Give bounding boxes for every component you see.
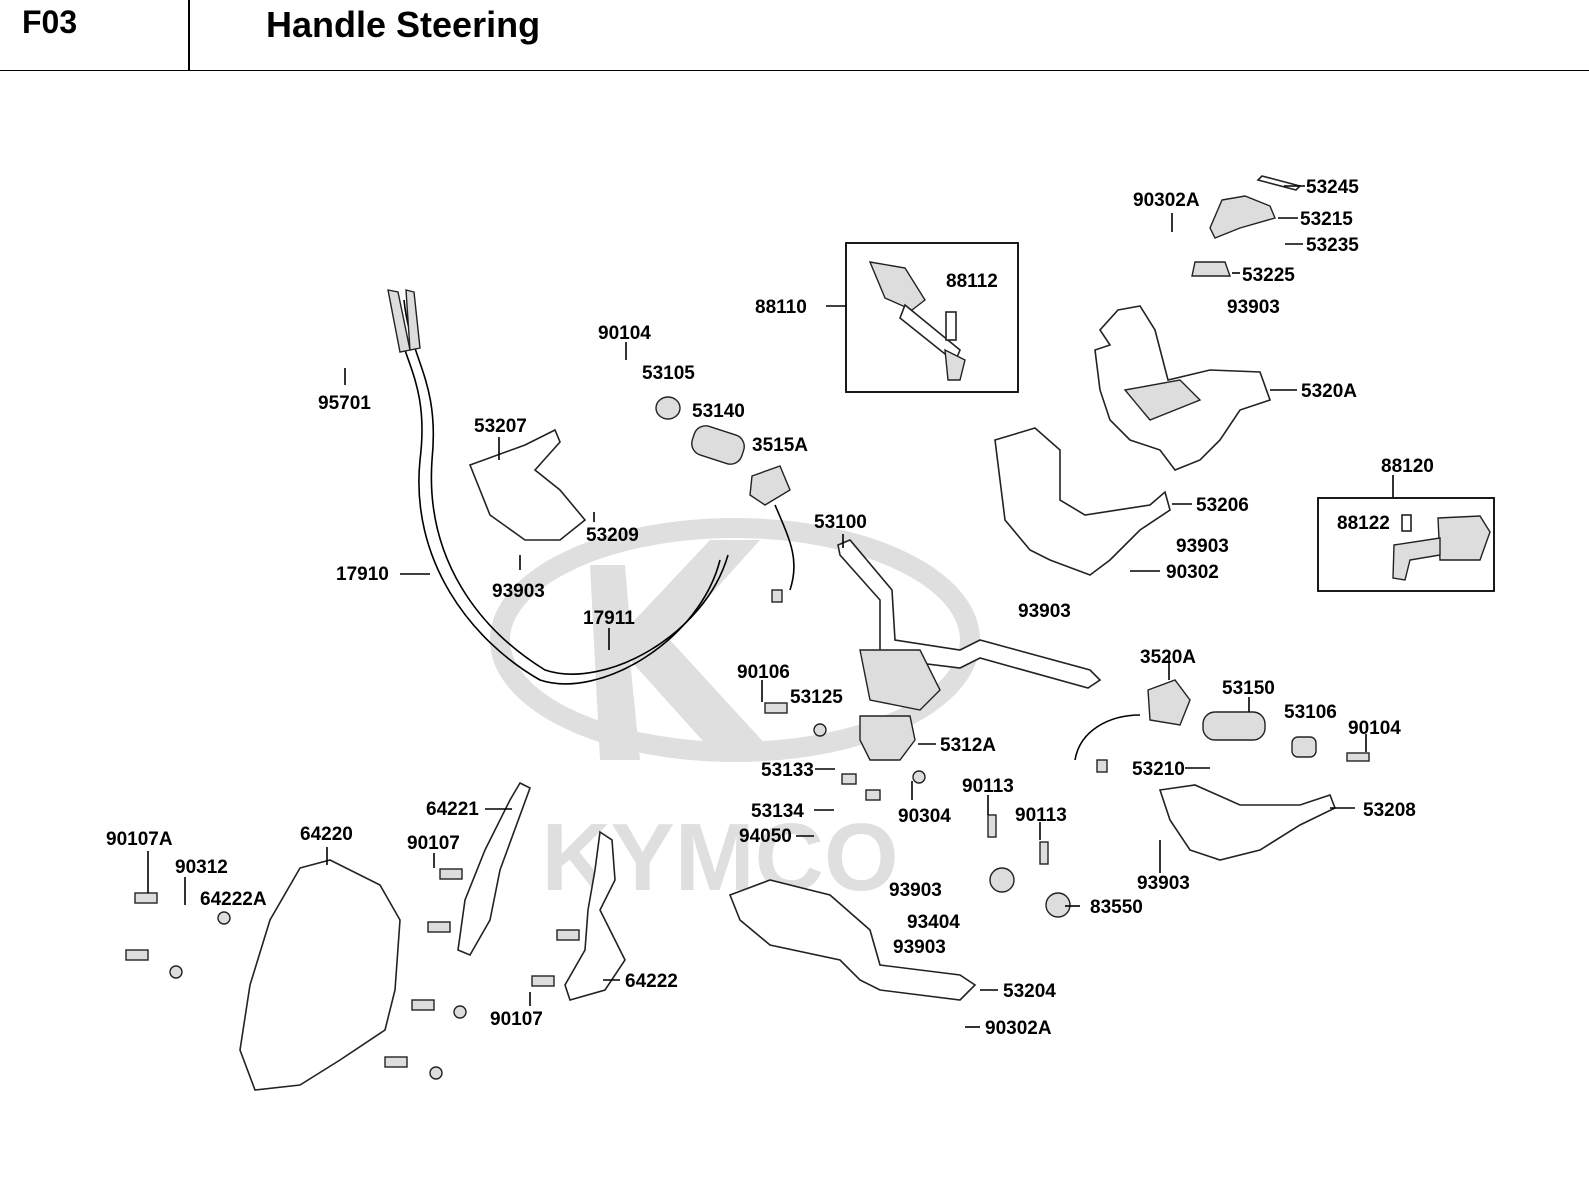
section-code: F03: [22, 4, 78, 40]
part-windshield-64220: [239, 859, 401, 1091]
label-53235: 53235: [1306, 235, 1359, 256]
label-93903-b: 93903: [492, 581, 545, 602]
label-90312: 90312: [175, 857, 228, 878]
part-bracket-53204: [728, 879, 977, 1001]
page-header: F03 Handle Steering: [0, 0, 1589, 71]
label-90104-b: 90104: [1348, 718, 1401, 739]
part-bracket-53225: [1191, 261, 1231, 277]
label-53105: 53105: [642, 363, 695, 384]
part-switch-3515A: [749, 465, 795, 603]
label-95701: 95701: [318, 393, 371, 414]
label-53207: 53207: [474, 416, 527, 437]
label-64222A: 64222A: [200, 889, 267, 910]
label-53134: 53134: [751, 801, 804, 822]
part-handguard-53207: [468, 428, 587, 541]
label-90107A: 90107A: [106, 829, 173, 850]
part-small-fasteners: [125, 702, 1370, 1080]
label-93903-f: 93903: [1137, 873, 1190, 894]
label-93903-g: 93903: [893, 937, 946, 958]
part-mirror-88110: [868, 261, 966, 381]
label-64222: 64222: [625, 971, 678, 992]
label-90107-b: 90107: [490, 1009, 543, 1030]
part-upper-cover-5320A: [1094, 305, 1272, 471]
mirror-right-box: [845, 242, 1019, 393]
label-17911: 17911: [583, 608, 635, 629]
part-grip-53150: [1202, 711, 1317, 758]
label-53209: 53209: [586, 525, 639, 546]
label-88122: 88122: [1337, 513, 1390, 534]
label-83550: 83550: [1090, 897, 1143, 918]
label-5312A: 5312A: [940, 735, 996, 756]
label-3515A: 3515A: [752, 435, 808, 456]
part-bracket-64222: [564, 830, 626, 1001]
label-90302: 90302: [1166, 562, 1219, 583]
label-53140: 53140: [692, 401, 745, 422]
mirror-left-box: [1317, 497, 1495, 592]
label-90302A-bot: 90302A: [985, 1018, 1052, 1039]
part-grip-53140: [655, 396, 745, 465]
label-53215: 53215: [1300, 209, 1353, 230]
label-90113-b: 90113: [1015, 805, 1067, 826]
label-53208: 53208: [1363, 800, 1416, 821]
label-93903-a: 93903: [1227, 297, 1280, 318]
label-90104-a: 90104: [598, 323, 651, 344]
label-90304: 90304: [898, 806, 951, 827]
part-mirror-88120: [1392, 514, 1491, 581]
part-bracket-64221: [457, 781, 531, 957]
label-88110: 88110: [755, 297, 807, 318]
label-90106: 90106: [737, 662, 790, 683]
label-90302A-top: 90302A: [1133, 190, 1200, 211]
label-64220: 64220: [300, 824, 353, 845]
label-93903-d: 93903: [1018, 601, 1071, 622]
label-53106: 53106: [1284, 702, 1337, 723]
label-88120: 88120: [1381, 456, 1434, 477]
part-labels: 53245 90302A 53215 53235 53225 93903 881…: [106, 177, 1434, 1039]
label-53225: 53225: [1242, 265, 1295, 286]
part-switch-3520A: [1074, 679, 1191, 773]
label-53125: 53125: [790, 687, 843, 708]
part-handlebar-53100: [837, 539, 1102, 711]
label-93404: 93404: [907, 912, 960, 933]
label-94050: 94050: [739, 826, 792, 847]
part-clamp-5312A: [859, 715, 916, 761]
label-53206: 53206: [1196, 495, 1249, 516]
part-handguard-53208: [1158, 784, 1337, 861]
label-90113-a: 90113: [962, 776, 1014, 797]
label-5320A: 5320A: [1301, 381, 1357, 402]
label-53204: 53204: [1003, 981, 1056, 1002]
part-front-cover-53206: [994, 427, 1171, 576]
page-title: Handle Steering: [266, 4, 541, 45]
part-cables-17910: [387, 289, 729, 685]
label-93903-c: 93903: [1176, 536, 1229, 557]
leader-lines: [147, 185, 1394, 1028]
label-53150: 53150: [1222, 678, 1275, 699]
label-88112: 88112: [946, 271, 998, 292]
header-divider: [188, 0, 190, 70]
label-93903-e: 93903: [889, 880, 942, 901]
label-53133: 53133: [761, 760, 814, 781]
label-64221: 64221: [426, 799, 479, 820]
label-17910: 17910: [336, 564, 389, 585]
label-53210: 53210: [1132, 759, 1185, 780]
label-90107-a: 90107: [407, 833, 460, 854]
label-3520A: 3520A: [1140, 647, 1196, 668]
label-53100: 53100: [814, 512, 867, 533]
label-53245: 53245: [1306, 177, 1359, 198]
